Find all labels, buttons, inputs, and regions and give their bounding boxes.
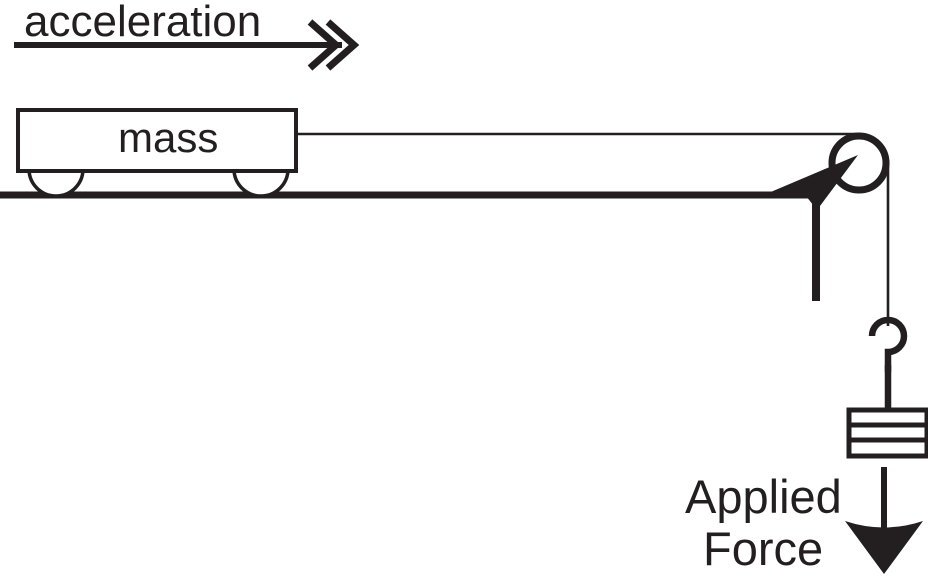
acceleration-arrow-chevron-outer — [325, 19, 360, 71]
weight-stack — [846, 407, 928, 459]
acceleration-label: acceleration — [24, 0, 261, 46]
pulley-pointer-arrowhead — [766, 155, 858, 210]
weight-slab-bottom — [846, 437, 928, 459]
applied-force-label-line1: Applied — [685, 470, 842, 523]
applied-force-label-line2: Force — [703, 522, 823, 575]
acceleration-arrow-chevron-inner — [307, 19, 342, 71]
cart-body — [16, 108, 298, 173]
force-arrow-head — [845, 521, 923, 574]
cart-mass-label: mass — [118, 114, 218, 161]
force-arrow — [845, 467, 923, 574]
pulley-pointer — [766, 155, 858, 301]
hook — [868, 316, 908, 372]
pulley — [828, 132, 890, 194]
acceleration-arrow — [14, 19, 360, 71]
